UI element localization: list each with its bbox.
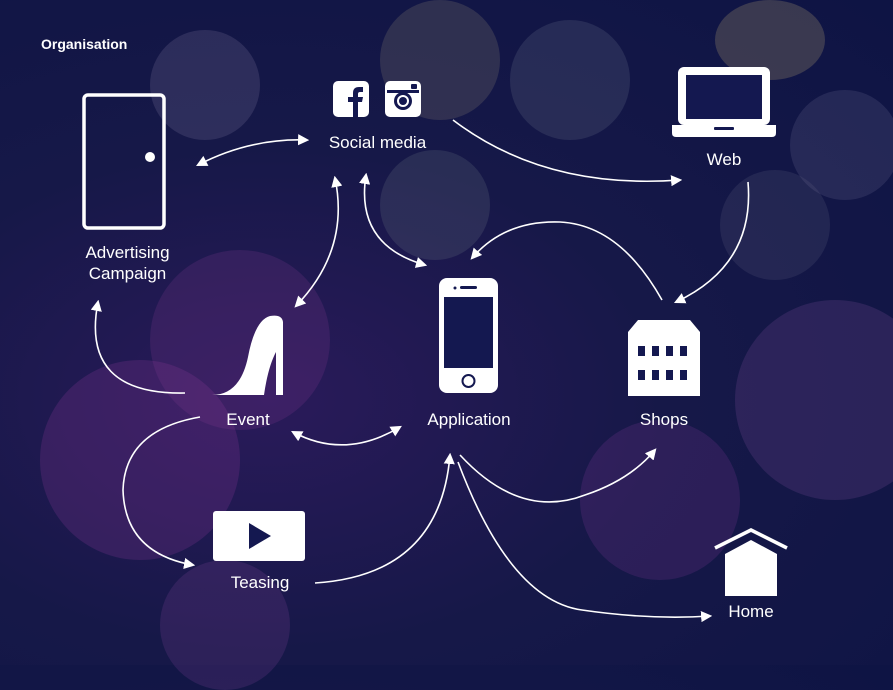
smartphone-icon [439, 278, 498, 393]
house-icon [714, 528, 788, 596]
connector-arrows [90, 119, 750, 623]
arrow-social-event [294, 175, 343, 308]
arrow-application-home [457, 461, 713, 623]
application-label: Application [427, 410, 511, 429]
advertising-label-line2: Campaign [88, 264, 167, 283]
event-label: Event [226, 410, 270, 429]
teasing-label: Teasing [230, 573, 290, 592]
building-icon [628, 320, 700, 396]
arrow-advertising-social [196, 134, 310, 167]
instagram-icon [385, 81, 421, 117]
high-heel-icon [212, 315, 283, 395]
facebook-icon [333, 81, 369, 117]
arrow-event-advertising [90, 299, 186, 394]
laptop-icon [672, 67, 776, 137]
shops-label: Shops [639, 410, 689, 429]
door-icon [82, 93, 166, 230]
advertising-label-line1: Advertising [85, 243, 170, 262]
arrow-web-shops [673, 181, 750, 304]
social-media-label: Social media [328, 133, 427, 152]
web-label: Web [706, 150, 742, 169]
arrow-social-web [452, 119, 683, 187]
play-button-icon [213, 511, 305, 561]
advertising-campaign-label: Advertising Campaign [70, 242, 185, 284]
arrow-social-application [359, 172, 428, 268]
page-title: Organisation [41, 36, 128, 52]
arrow-event-application [291, 425, 402, 446]
home-label: Home [728, 602, 774, 621]
arrow-application-shops [459, 448, 657, 503]
arrow-shops-application [470, 221, 663, 301]
arrow-teasing-application [314, 452, 455, 584]
arrow-event-teasing [122, 416, 201, 569]
